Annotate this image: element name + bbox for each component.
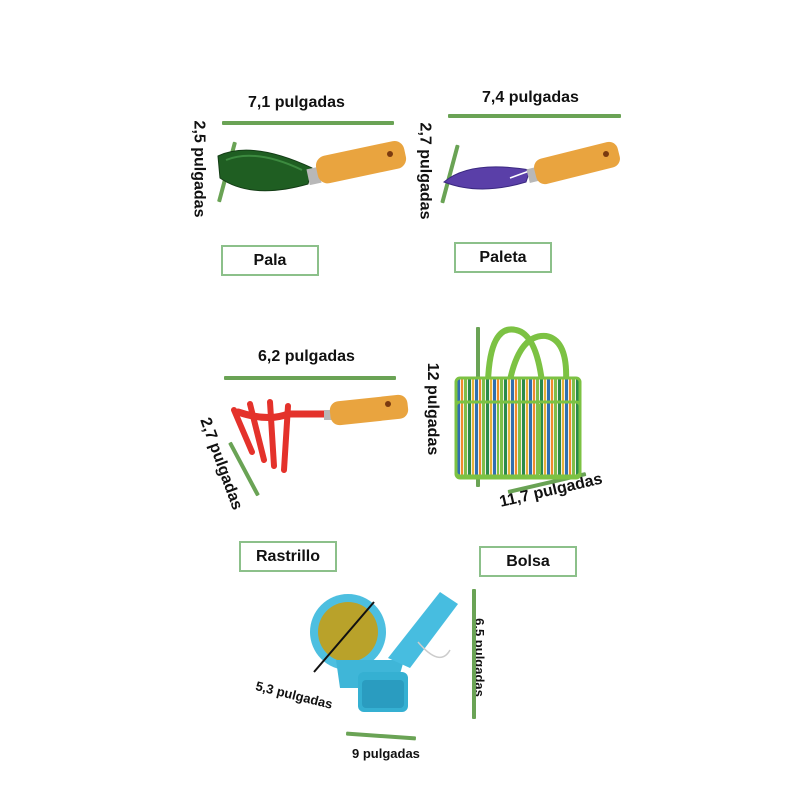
- regadera-width-line: [345, 731, 417, 741]
- pala-width-line: [222, 121, 394, 125]
- pala-name-box: Pala: [221, 245, 319, 276]
- rastrillo-width-line: [224, 376, 396, 380]
- tool-bag-image: [454, 326, 582, 480]
- pala-height-label: 2,5 pulgadas: [190, 120, 208, 218]
- regadera-width-label: 9 pulgadas: [352, 746, 420, 761]
- pala-width-label: 7,1 pulgadas: [248, 94, 345, 111]
- rastrillo-name-box: Rastrillo: [239, 541, 337, 572]
- rake-image: [231, 394, 409, 473]
- paleta-name-box: Paleta: [454, 242, 552, 273]
- paleta-width-label: 7,4 pulgadas: [482, 89, 579, 106]
- bolsa-name-box: Bolsa: [479, 546, 577, 577]
- bolsa-height-label: 12 pulgadas: [424, 362, 442, 456]
- paleta-height-label: 2,7 pulgadas: [416, 122, 434, 220]
- paleta-width-line: [448, 114, 621, 118]
- shovel-image: [217, 141, 407, 192]
- rastrillo-width-label: 6,2 pulgadas: [258, 348, 355, 365]
- trowel-image: [443, 141, 620, 190]
- regadera-height-line: [472, 589, 476, 719]
- watering-spout-image: [310, 592, 458, 712]
